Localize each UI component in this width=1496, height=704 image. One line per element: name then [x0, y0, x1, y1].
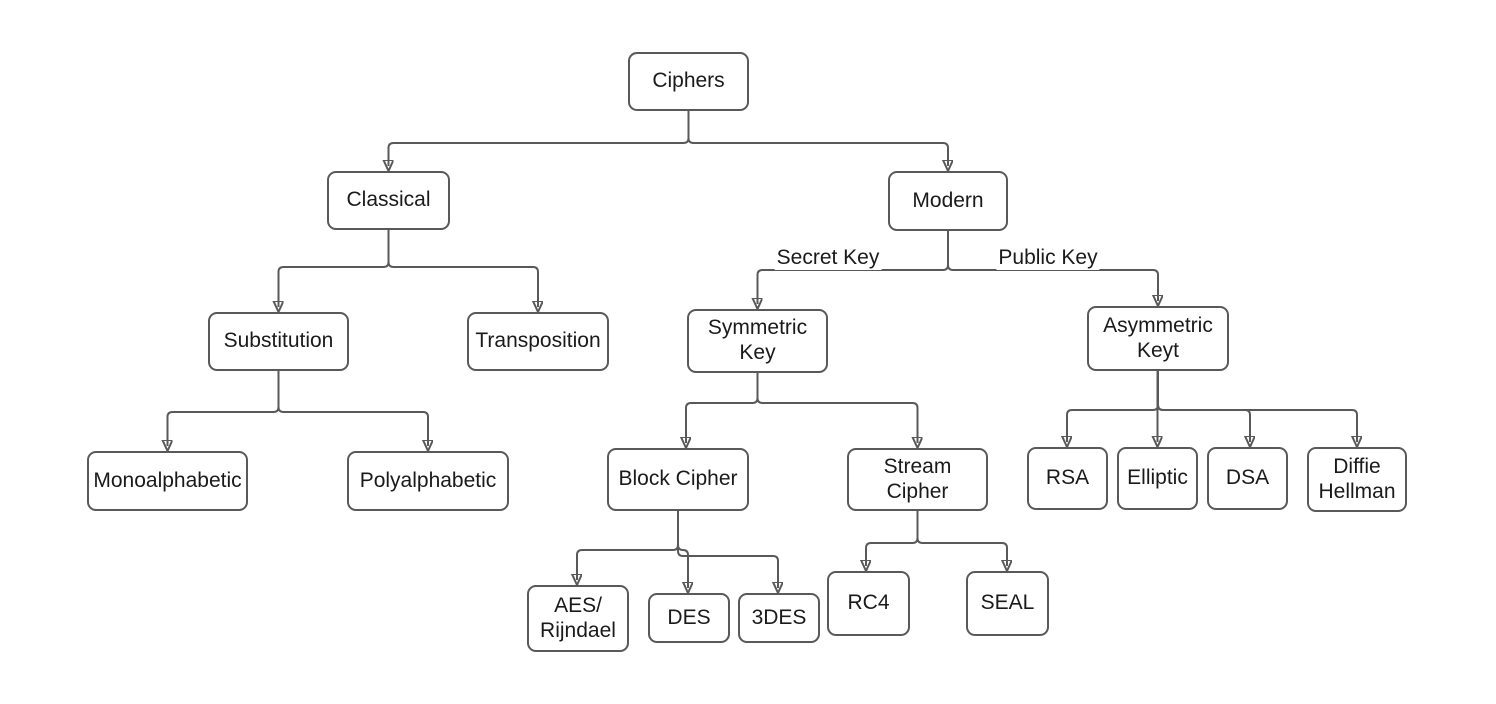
node-ciphers: Ciphers	[628, 52, 749, 111]
edge-label-secret-key: Secret Key	[774, 246, 882, 270]
node-block-cipher: Block Cipher	[607, 448, 749, 511]
node-des: DES	[648, 593, 730, 643]
edge-block-des	[677, 511, 688, 588]
edge-asymmetric-diffie	[1157, 371, 1357, 442]
node-aes-rijndael: AES/ Rijndael	[527, 585, 629, 652]
node-rc4: RC4	[827, 571, 910, 636]
edge-symmetric-block	[686, 373, 759, 443]
edge-symmetric-stream	[756, 373, 918, 443]
edge-ciphers-classical	[389, 111, 690, 166]
node-3des: 3DES	[738, 593, 820, 643]
edge-modern-asymmetric	[947, 231, 1158, 301]
node-dsa: DSA	[1207, 447, 1288, 510]
edge-substitution-polyalphabetic	[277, 371, 429, 446]
edge-block-3des	[677, 511, 778, 588]
node-monoalphabetic: Monoalphabetic	[87, 451, 248, 511]
node-elliptic: Elliptic	[1117, 447, 1198, 510]
node-modern: Modern	[888, 171, 1008, 231]
node-classical: Classical	[327, 171, 450, 230]
node-stream-cipher: Stream Cipher	[847, 448, 988, 511]
node-asymmetric-key: Asymmetric Keyt	[1087, 306, 1229, 371]
edge-asymmetric-dsa	[1157, 371, 1250, 442]
node-substitution: Substitution	[208, 312, 349, 371]
node-rsa: RSA	[1027, 447, 1108, 510]
edge-block-aes	[577, 511, 679, 580]
edge-classical-transposition	[387, 230, 539, 307]
edge-asymmetric-rsa	[1067, 371, 1159, 442]
edge-classical-substitution	[279, 230, 390, 307]
node-diffie-hellman: Diffie Hellman	[1307, 447, 1407, 512]
edge-stream-seal	[916, 511, 1008, 566]
edge-label-public-key: Public Key	[996, 246, 1100, 270]
node-transposition: Transposition	[467, 312, 609, 371]
node-symmetric-key: Symmetric Key	[687, 309, 828, 373]
node-polyalphabetic: Polyalphabetic	[347, 451, 509, 511]
edge-ciphers-modern	[687, 111, 949, 166]
edge-stream-rc4	[866, 511, 919, 566]
node-seal: SEAL	[966, 571, 1049, 636]
edge-substitution-monoalphabetic	[168, 371, 280, 446]
